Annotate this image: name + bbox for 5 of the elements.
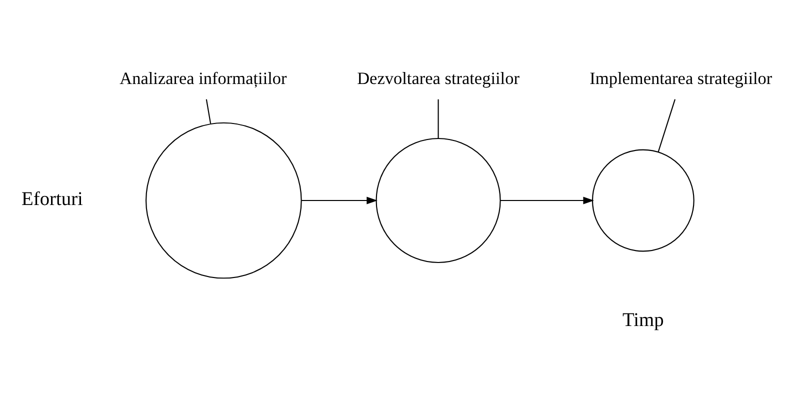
node-text: Dezvoltarea strategiilor: [357, 68, 520, 88]
label: Timp: [622, 310, 664, 331]
label: Eforturi: [22, 188, 83, 210]
node-text: Implementarea strategiilor: [590, 68, 772, 88]
node-text: Analizarea informațiilor: [120, 68, 287, 88]
